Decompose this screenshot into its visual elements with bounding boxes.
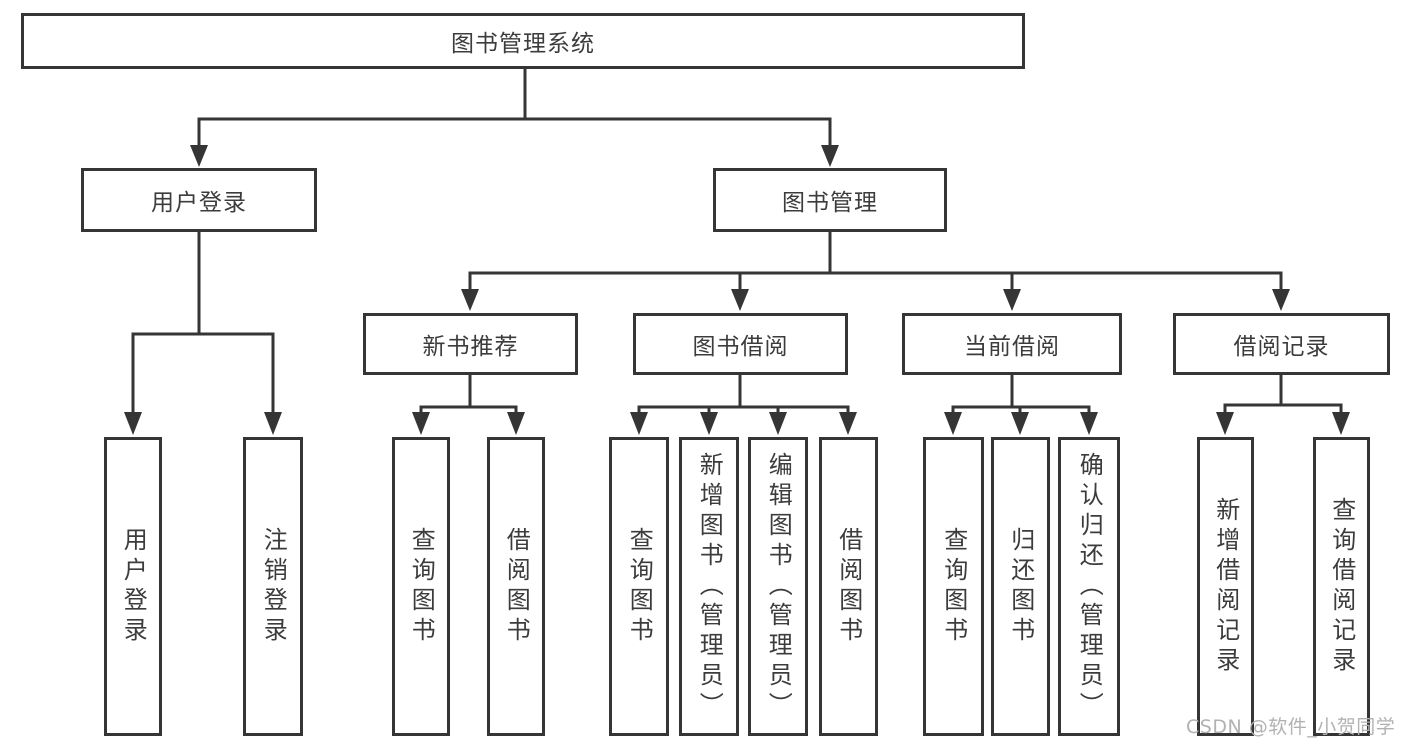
connector-borrow-record-children [1216,375,1350,435]
leaf-label: 确认归还（管理员） [1075,451,1104,722]
leaf-query-books-recommend: 查询图书 [392,437,450,736]
leaf-return-books: 归还图书 [991,437,1050,736]
connector-new-book-children [412,375,525,435]
connector-book-borrow-children [630,375,857,435]
connector-book-management-children [461,232,1290,311]
csdn-watermark: CSDN @软件_小贺同学 [1186,716,1396,738]
node-current-borrow: 当前借阅 [902,313,1122,375]
leaf-user-login: 用户登录 [104,437,162,736]
leaf-label: 查询图书 [407,526,436,647]
leaf-label: 借阅图书 [834,526,863,647]
node-borrow-record-label: 借阅记录 [1233,334,1330,360]
connector-user-login-children [124,232,282,435]
connector-current-borrow-children [944,375,1098,435]
node-new-book-recommend: 新书推荐 [363,313,578,375]
node-book-borrow-label: 图书借阅 [692,334,789,360]
node-borrow-record: 借阅记录 [1173,313,1390,375]
node-book-management: 图书管理 [713,168,947,232]
leaf-label: 新增图书（管理员） [695,451,724,722]
leaf-label: 新增借阅记录 [1211,496,1240,677]
leaf-label: 查询借阅记录 [1327,496,1356,677]
leaf-logout: 注销登录 [243,437,303,736]
leaf-edit-books-admin: 编辑图书（管理员） [748,437,808,736]
leaf-borrow-books-recommend: 借阅图书 [487,437,545,736]
leaf-label: 借阅图书 [502,526,531,647]
leaf-confirm-return-admin: 确认归还（管理员） [1058,437,1120,736]
leaf-add-books-admin: 新增图书（管理员） [679,437,739,736]
leaf-add-borrow-record: 新增借阅记录 [1197,437,1254,736]
node-book-borrow: 图书借阅 [633,313,848,375]
node-current-borrow-label: 当前借阅 [964,334,1060,360]
leaf-query-borrow-record: 查询借阅记录 [1313,437,1370,736]
leaf-label: 用户登录 [119,526,148,647]
leaf-label: 归还图书 [1006,526,1035,647]
node-user-login: 用户登录 [81,168,317,232]
leaf-label: 注销登录 [259,526,288,647]
leaf-query-books-borrow: 查询图书 [609,437,669,736]
node-book-management-label: 图书管理 [782,190,878,216]
node-new-book-recommend-label: 新书推荐 [422,334,519,360]
node-user-login-label: 用户登录 [151,190,247,216]
leaf-label: 查询图书 [625,526,654,647]
node-root: 图书管理系统 [21,13,1025,69]
leaf-borrow-books: 借阅图书 [819,437,878,736]
connector-root-to-level2 [190,69,839,167]
leaf-label: 编辑图书（管理员） [764,451,793,722]
leaf-query-books-current: 查询图书 [923,437,984,736]
leaf-label: 查询图书 [939,526,968,647]
node-root-label: 图书管理系统 [451,31,595,57]
